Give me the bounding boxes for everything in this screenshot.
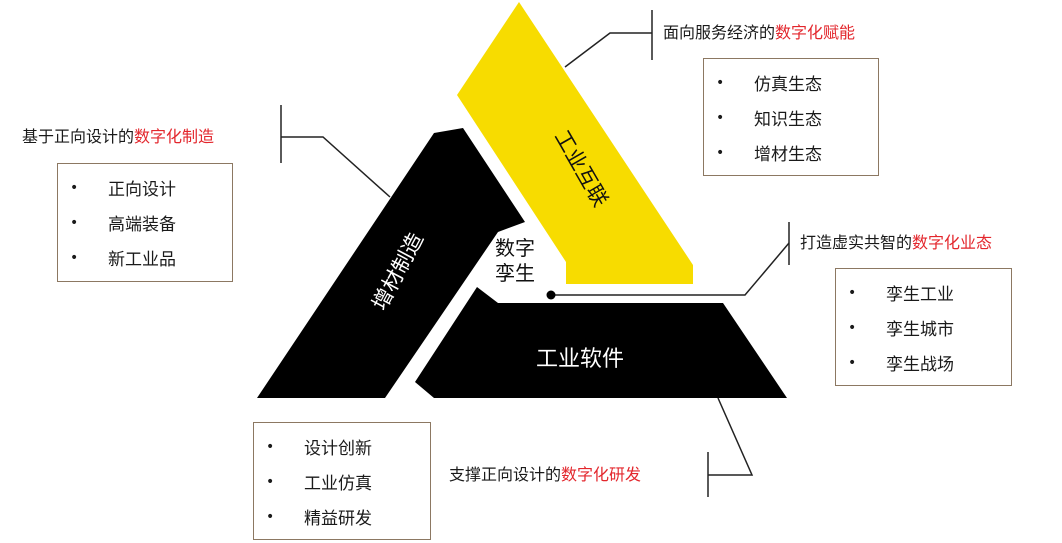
list-item: • 正向设计 (70, 170, 232, 205)
item-text: 孪生工业 (886, 285, 954, 305)
bullet-icon: • (266, 438, 275, 455)
item-text: 高端装备 (108, 215, 176, 235)
bullet-icon: • (266, 508, 275, 525)
list-item: • 增材生态 (716, 135, 878, 170)
heading-bottom: 支撑正向设计的数字化研发 (449, 465, 641, 485)
box-left: • 正向设计 • 高端装备 • 新工业品 (57, 163, 233, 282)
item-text: 孪生战场 (886, 355, 954, 375)
heading-right: 打造虚实共智的数字化业态 (800, 233, 992, 253)
box-bottom: • 设计创新 • 工业仿真 • 精益研发 (253, 422, 431, 540)
box-right: • 孪生工业 • 孪生城市 • 孪生战场 (835, 268, 1012, 386)
connector-top (564, 32, 652, 68)
list-item: • 孪生工业 (848, 275, 1011, 310)
heading-prefix: 基于正向设计的 (22, 127, 135, 146)
connector-bottom (708, 397, 754, 476)
item-text: 新工业品 (108, 250, 176, 270)
heading-highlight: 数字化制造 (134, 127, 215, 146)
item-text: 孪生城市 (886, 320, 954, 340)
bullet-icon: • (70, 179, 79, 196)
connector-left (281, 136, 391, 198)
pillar-internet-shape (457, 2, 693, 284)
item-text: 正向设计 (108, 180, 176, 200)
heading-prefix: 支撑正向设计的 (449, 465, 562, 484)
bullet-icon: • (716, 109, 725, 126)
bullet-icon: • (848, 354, 857, 371)
list-item: • 高端装备 (70, 205, 232, 240)
center-label-line1: 数字 (495, 236, 535, 260)
bullet-icon: • (716, 144, 725, 161)
box-top: • 仿真生态 • 知识生态 • 增材生态 (703, 58, 879, 176)
bullet-icon: • (848, 284, 857, 301)
heading-left: 基于正向设计的数字化制造 (22, 127, 214, 147)
item-text: 精益研发 (304, 509, 372, 529)
list-item: • 孪生城市 (848, 310, 1011, 345)
heading-highlight: 数字化研发 (561, 465, 642, 484)
list-item: • 精益研发 (266, 499, 430, 534)
heading-highlight: 数字化业态 (912, 233, 993, 252)
list-item: • 新工业品 (70, 240, 232, 275)
heading-highlight: 数字化赋能 (775, 23, 856, 42)
bullet-icon: • (266, 473, 275, 490)
bullet-icon: • (70, 214, 79, 231)
pillar-software-shape (415, 287, 787, 398)
heading-prefix: 面向服务经济的 (663, 23, 776, 42)
bullet-icon: • (70, 249, 79, 266)
heading-top: 面向服务经济的数字化赋能 (663, 23, 855, 43)
bullet-icon: • (716, 74, 725, 91)
connector-right (553, 242, 790, 296)
center-dot (546, 290, 556, 300)
list-item: • 仿真生态 (716, 65, 878, 100)
list-item: • 孪生战场 (848, 345, 1011, 380)
list-item: • 设计创新 (266, 429, 430, 464)
pillar-software-label: 工业软件 (536, 347, 625, 372)
item-text: 设计创新 (304, 439, 372, 459)
item-text: 仿真生态 (754, 75, 822, 95)
list-item: • 工业仿真 (266, 464, 430, 499)
bullet-icon: • (848, 319, 857, 336)
list-item: • 知识生态 (716, 100, 878, 135)
pillar-additive-shape (257, 128, 525, 398)
item-text: 知识生态 (754, 110, 822, 130)
heading-prefix: 打造虚实共智的 (800, 233, 913, 252)
item-text: 工业仿真 (304, 474, 372, 494)
center-label: 数字 孪生 (495, 236, 535, 286)
item-text: 增材生态 (754, 145, 822, 165)
center-label-line2: 孪生 (495, 261, 535, 285)
